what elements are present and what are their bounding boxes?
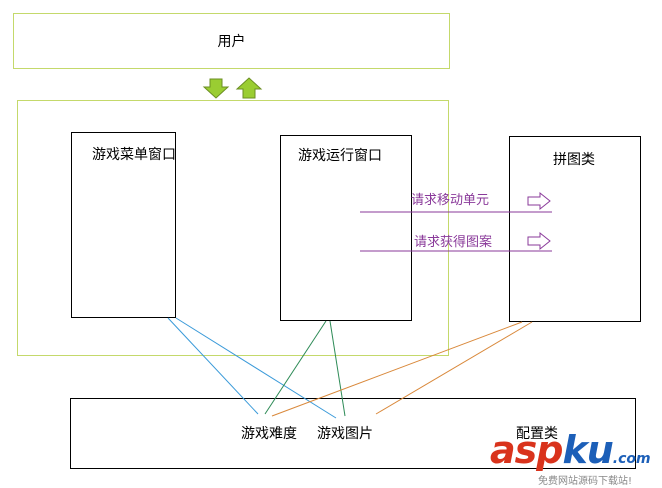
request-move-arrow-icon bbox=[527, 191, 551, 211]
down-arrow-icon bbox=[202, 78, 230, 99]
request-image-arrow-icon bbox=[527, 231, 551, 251]
game-difficulty-label: 游戏难度 bbox=[241, 426, 297, 442]
game-run-window: 游戏运行窗口 bbox=[280, 135, 412, 321]
config-class-box: 配置类 bbox=[70, 398, 636, 469]
user-box: 用户 bbox=[13, 13, 450, 69]
user-label: 用户 bbox=[217, 34, 246, 50]
puzzle-class-box: 拼图类 bbox=[509, 136, 641, 322]
run-to-image-line bbox=[329, 320, 346, 417]
game-menu-window-label: 游戏菜单窗口 bbox=[92, 147, 176, 163]
game-image-label: 游戏图片 bbox=[317, 426, 373, 442]
game-run-window-label: 游戏运行窗口 bbox=[298, 148, 382, 164]
run-to-difficulty-line bbox=[264, 320, 327, 415]
request-move-label: 请求移动单元 bbox=[411, 193, 490, 208]
logo-asp: asp bbox=[490, 428, 563, 472]
menu-to-image-line bbox=[175, 317, 337, 419]
game-menu-window: 游戏菜单窗口 bbox=[71, 132, 176, 318]
puzzle-to-difficulty-line bbox=[271, 321, 523, 417]
ui-frame bbox=[17, 100, 449, 356]
puzzle-class-label: 拼图类 bbox=[553, 152, 595, 168]
logo-com: .com bbox=[612, 451, 651, 467]
config-class-label: 配置类 bbox=[516, 426, 558, 442]
up-arrow-icon bbox=[235, 77, 263, 99]
menu-to-difficulty-line bbox=[167, 317, 259, 415]
request-image-label: 请求获得图案 bbox=[414, 235, 493, 250]
logo-ku: ku bbox=[562, 428, 613, 472]
puzzle-to-image-line bbox=[375, 321, 533, 415]
aspku-logo: aspku.com bbox=[490, 428, 651, 472]
logo-subtitle: 免费网站源码下载站! bbox=[538, 476, 633, 487]
